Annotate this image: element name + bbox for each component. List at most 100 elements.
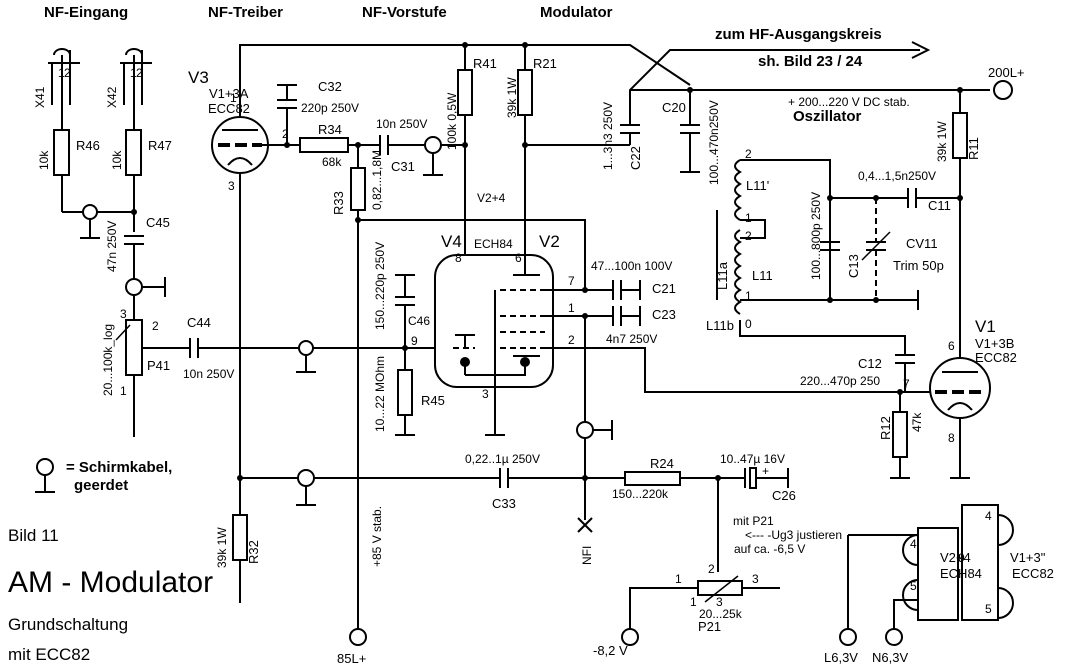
svg-text:7: 7: [568, 274, 575, 288]
capacitor-c23: C23 4n7 250V: [605, 306, 676, 346]
svg-text:L11': L11': [746, 178, 769, 193]
svg-text:2: 2: [745, 229, 752, 243]
svg-text:R24: R24: [650, 456, 674, 471]
svg-text:4: 4: [910, 537, 917, 551]
tube-v1: 6 8 V1 V1+3B ECC82: [929, 317, 1017, 479]
capacitor-c12: C12 220...470p 250 7: [800, 354, 935, 395]
svg-text:10n 250V: 10n 250V: [183, 367, 234, 381]
svg-text:C32: C32: [318, 79, 342, 94]
svg-text:2: 2: [745, 147, 752, 161]
svg-text:150...220p 250V: 150...220p 250V: [373, 242, 387, 330]
capacitor-c44: C44 10n 250V: [183, 315, 298, 381]
nfi-output: NFI: [576, 420, 613, 565]
label-oszillator: Oszillator: [793, 108, 862, 125]
svg-text:2: 2: [64, 66, 71, 80]
svg-text:<--- -Ug3 justieren: <--- -Ug3 justieren: [745, 528, 842, 542]
svg-text:4n7 250V: 4n7 250V: [606, 332, 657, 346]
svg-text:20...100k_log: 20...100k_log: [101, 324, 115, 396]
svg-text:+: +: [762, 464, 769, 478]
svg-text:39k 1W: 39k 1W: [215, 527, 229, 568]
svg-text:9: 9: [411, 334, 418, 348]
svg-text:2: 2: [708, 562, 715, 576]
trimmer-cv11: CV11 Trim 50p: [861, 198, 944, 300]
svg-text:3: 3: [120, 307, 127, 321]
capacitor-c32: C32 220p 250V: [277, 79, 359, 148]
svg-text:R46: R46: [76, 138, 100, 153]
resistor-r47: R47 10k: [110, 129, 172, 176]
svg-text:2: 2: [136, 66, 143, 80]
input-connectors: 1 2 X41 1 2 X42: [33, 48, 152, 130]
svg-text:85L+: 85L+: [337, 651, 366, 666]
svg-text:10k: 10k: [110, 150, 124, 170]
svg-text:-8,2 V: -8,2 V: [593, 643, 628, 658]
capacitor-c45: C45 47n 250V: [105, 215, 170, 320]
resistor-r46: R46 10k: [37, 129, 100, 212]
svg-text:0,82...1,8M: 0,82...1,8M: [370, 150, 384, 210]
b-plus-rail: 200L+ + 200...220 V DC stab. Oszillator: [239, 42, 1025, 155]
svg-text:NFI: NFI: [580, 546, 594, 565]
svg-text:ECH84: ECH84: [940, 566, 982, 581]
svg-text:1: 1: [745, 211, 752, 225]
tube-v3: 1 3 2 V3 V1+3A ECC82: [188, 68, 300, 478]
svg-text:R41: R41: [473, 56, 497, 71]
capacitor-c31: 10n 250V C31: [355, 117, 468, 176]
svg-text:V2+4: V2+4: [940, 550, 971, 565]
svg-text:100...470n250V: 100...470n250V: [707, 100, 721, 185]
svg-text:ECC82: ECC82: [1012, 566, 1054, 581]
svg-text:4: 4: [985, 509, 992, 523]
svg-text:R12: R12: [878, 416, 893, 440]
heading-nf-eingang: NF-Eingang: [44, 4, 128, 21]
svg-text:2: 2: [568, 333, 575, 347]
heading-nf-vorstufe: NF-Vorstufe: [362, 4, 447, 21]
svg-text:+85 V stab.: +85 V stab.: [370, 506, 384, 567]
heading-modulator: Modulator: [540, 4, 613, 21]
svg-text:R32: R32: [246, 540, 261, 564]
label-x42: X42: [105, 86, 119, 108]
svg-text:mit P21: mit P21: [733, 514, 774, 528]
svg-text:ECC82: ECC82: [975, 350, 1017, 365]
potentiometer-p41: 3 1 2 P41 20...100k_log: [101, 307, 190, 437]
svg-text:C26: C26: [772, 488, 796, 503]
label-200l-plus: 200L+: [988, 65, 1025, 80]
svg-text:C23: C23: [652, 307, 676, 322]
svg-text:R45: R45: [421, 393, 445, 408]
svg-text:9: 9: [958, 551, 965, 565]
svg-text:1: 1: [745, 289, 752, 303]
label-x41: X41: [33, 86, 47, 108]
svg-text:3: 3: [752, 572, 759, 586]
svg-text:2: 2: [282, 127, 289, 141]
output-arrow: zum HF-Ausgangskreis sh. Bild 23 / 24: [629, 26, 931, 125]
svg-text:0,22..1µ 250V: 0,22..1µ 250V: [465, 452, 540, 466]
svg-text:0: 0: [745, 317, 752, 331]
terminal-200l-plus: [993, 80, 1013, 100]
svg-text:C11: C11: [928, 198, 951, 213]
svg-text:8: 8: [948, 431, 955, 445]
svg-text:R21: R21: [533, 56, 557, 71]
svg-text:Trim 50p: Trim 50p: [893, 258, 944, 273]
svg-text:1: 1: [568, 301, 575, 315]
svg-text:5: 5: [910, 579, 917, 593]
bias-rail: C33 0,22..1µ 250V R24 150...220k + C26 1…: [237, 452, 796, 572]
svg-text:auf ca. -6,5 V: auf ca. -6,5 V: [734, 542, 805, 556]
svg-text:10...22 MOhm: 10...22 MOhm: [373, 356, 387, 432]
svg-text:C20: C20: [662, 100, 686, 115]
svg-text:220...470p 250: 220...470p 250: [800, 374, 880, 388]
svg-text:C33: C33: [492, 496, 516, 511]
caption-sub1: Grundschaltung: [8, 615, 128, 634]
svg-text:6: 6: [515, 251, 522, 265]
svg-text:V1+3A: V1+3A: [209, 86, 249, 101]
svg-text:100k 0,5W: 100k 0,5W: [445, 92, 459, 150]
svg-text:P21: P21: [698, 619, 721, 634]
arrow-label-1: zum HF-Ausgangskreis: [715, 26, 882, 43]
arrow-label-2: sh. Bild 23 / 24: [758, 53, 863, 70]
svg-text:10k: 10k: [37, 150, 51, 170]
heading-nf-treiber: NF-Treiber: [208, 4, 283, 21]
svg-text:R34: R34: [318, 122, 342, 137]
svg-text:L11: L11: [752, 268, 773, 283]
svg-text:V1+3": V1+3": [1010, 550, 1046, 565]
svg-text:ECH84: ECH84: [474, 237, 513, 251]
capacitor-c21: C21 47...100n 100V: [591, 259, 676, 300]
heater-circuit: L6,3V N6,3V 4 5 4 5 9 V2+4 ECH84 V1+3" E…: [824, 504, 1054, 665]
svg-text:0,4...1,5n250V: 0,4...1,5n250V: [858, 169, 936, 183]
